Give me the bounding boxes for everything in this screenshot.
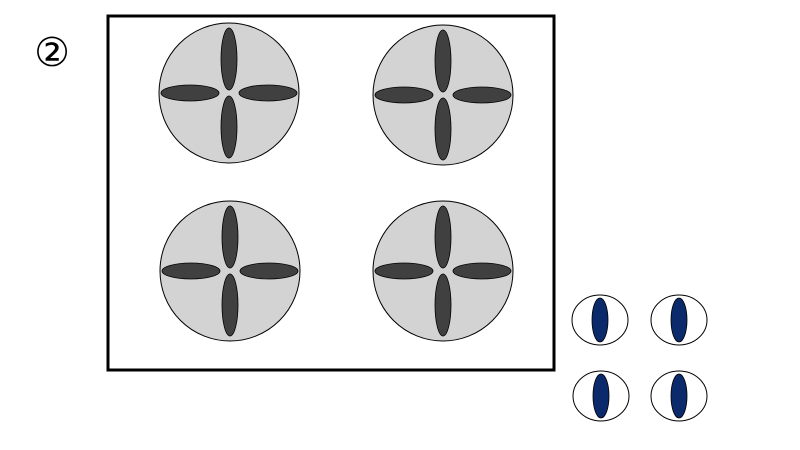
petal-bottom — [434, 97, 452, 161]
petal-top — [434, 205, 452, 269]
petal-right — [452, 86, 512, 104]
petal-left — [374, 262, 434, 280]
oval-with-core-bottom-right — [650, 370, 708, 422]
oval-core — [591, 297, 609, 343]
disc-body — [372, 200, 514, 342]
petal-right — [239, 262, 299, 280]
large-discs-group — [158, 22, 514, 342]
petal-left — [160, 84, 220, 102]
four-petal-disc-top-left — [158, 22, 300, 164]
oval-with-core-top-left — [571, 294, 629, 346]
petal-top — [434, 29, 452, 93]
container-frame — [106, 14, 556, 372]
four-petal-disc-top-right — [372, 24, 514, 166]
disc-body — [372, 24, 514, 166]
petal-bottom — [220, 95, 238, 159]
step-number-label: ② — [34, 30, 70, 76]
disc-body — [159, 200, 301, 342]
petal-left — [374, 86, 434, 104]
petal-bottom — [434, 273, 452, 337]
oval-core — [670, 373, 688, 419]
oval-core — [592, 373, 610, 419]
four-petal-disc-bottom-right — [372, 200, 514, 342]
petal-top — [221, 205, 239, 269]
oval-with-core-top-right — [650, 294, 708, 346]
petal-bottom — [221, 273, 239, 337]
petal-top — [220, 27, 238, 91]
petal-right — [238, 84, 298, 102]
petal-right — [452, 262, 512, 280]
disc-body — [158, 22, 300, 164]
petal-left — [161, 262, 221, 280]
small-ovals-group — [571, 294, 708, 422]
oval-core — [670, 297, 688, 343]
oval-with-core-bottom-left — [572, 370, 630, 422]
four-petal-disc-bottom-left — [159, 200, 301, 342]
